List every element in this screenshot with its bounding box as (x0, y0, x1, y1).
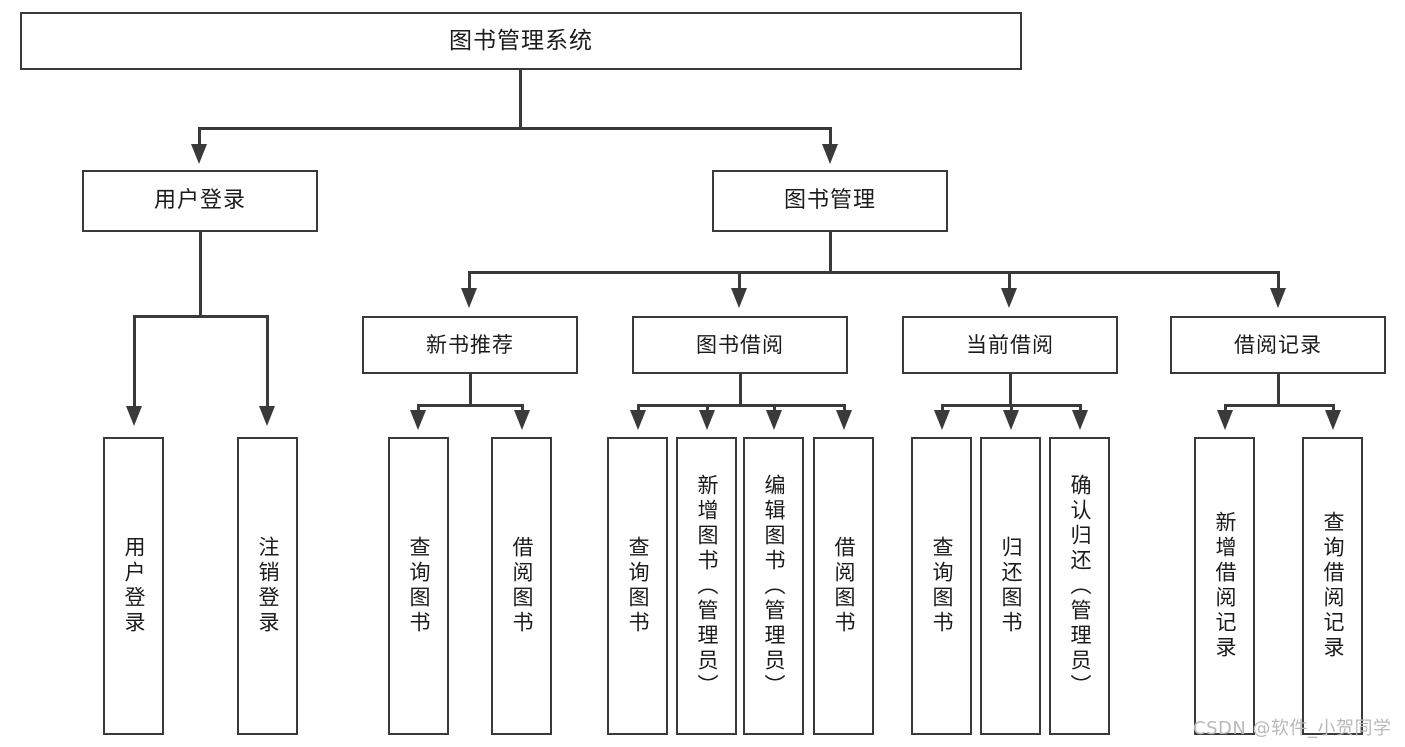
arrow-root-to-book-management (822, 144, 838, 164)
leaf-return-book[interactable]: 归还图书 (980, 437, 1041, 735)
arrow-bm-to-borrow-record (1270, 288, 1286, 308)
arrow-cb-to-leaf-1 (934, 410, 950, 430)
node-book-management[interactable]: 图书管理 (712, 170, 948, 232)
connector-nbr-drop-1 (417, 404, 420, 412)
connector-user-login-drop-1 (133, 315, 136, 409)
arrow-nbr-to-leaf-2 (514, 410, 530, 430)
arrow-user-login-to-leaf-2 (259, 406, 275, 426)
leaf-query-record[interactable]: 查询借阅记录 (1302, 437, 1363, 735)
connector-nbr-bus (417, 404, 523, 407)
connector-bb-drop-3 (773, 404, 776, 412)
leaf-label: 查询图书 (930, 536, 954, 636)
connector-bb-stem (739, 374, 742, 406)
connector-root-to-user-login (198, 127, 201, 147)
arrow-user-login-to-leaf-1 (126, 406, 142, 426)
leaf-label: 确认归还（管理员） (1068, 473, 1092, 699)
connector-bb-drop-1 (637, 404, 640, 412)
arrow-nbr-to-leaf-1 (410, 410, 426, 430)
arrow-cb-to-leaf-2 (1003, 410, 1019, 430)
arrow-bm-to-current-borrow (1001, 288, 1017, 308)
node-borrow-record[interactable]: 借阅记录 (1170, 316, 1386, 374)
node-label: 当前借阅 (966, 332, 1054, 357)
leaf-label: 查询图书 (407, 536, 431, 636)
node-root-book-management-system[interactable]: 图书管理系统 (20, 12, 1022, 70)
connector-br-stem (1277, 374, 1280, 406)
connector-cb-drop-3 (1079, 404, 1082, 412)
leaf-label: 查询借阅记录 (1321, 511, 1345, 661)
leaf-user-login[interactable]: 用户登录 (103, 437, 164, 735)
leaf-borrow-book-2[interactable]: 借阅图书 (813, 437, 874, 735)
leaf-label: 查询图书 (626, 536, 650, 636)
connector-cb-drop-2 (1010, 404, 1013, 412)
node-label: 图书管理 (783, 188, 876, 214)
arrow-bm-to-book-borrow (731, 288, 747, 308)
node-current-borrow[interactable]: 当前借阅 (902, 316, 1118, 374)
leaf-confirm-return[interactable]: 确认归还（管理员） (1049, 437, 1110, 735)
connector-root-stem (519, 70, 522, 129)
node-label: 借阅记录 (1234, 332, 1322, 357)
connector-bm-drop-1 (468, 271, 471, 291)
leaf-logout-login[interactable]: 注销登录 (237, 437, 298, 735)
arrow-cb-to-leaf-3 (1072, 410, 1088, 430)
connector-user-login-stem (199, 232, 202, 317)
leaf-query-book-2[interactable]: 查询图书 (607, 437, 668, 735)
connector-br-drop-2 (1332, 404, 1335, 412)
connector-br-bus (1224, 404, 1334, 407)
arrow-bb-to-leaf-2 (699, 410, 715, 430)
leaf-label: 编辑图书（管理员） (762, 473, 786, 699)
arrow-bb-to-leaf-1 (630, 410, 646, 430)
node-label: 新书推荐 (426, 332, 514, 357)
connector-cb-stem (1009, 374, 1012, 406)
node-label: 用户登录 (153, 188, 246, 214)
connector-cb-drop-1 (941, 404, 944, 412)
leaf-label: 归还图书 (999, 536, 1023, 636)
connector-br-drop-1 (1224, 404, 1227, 412)
node-label: 图书借阅 (696, 332, 784, 357)
leaf-add-record[interactable]: 新增借阅记录 (1194, 437, 1255, 735)
connector-bb-drop-2 (706, 404, 709, 412)
leaf-label: 新增借阅记录 (1213, 511, 1237, 661)
node-book-borrow[interactable]: 图书借阅 (632, 316, 848, 374)
leaf-query-book-3[interactable]: 查询图书 (911, 437, 972, 735)
leaf-add-book[interactable]: 新增图书（管理员） (676, 437, 737, 735)
connector-bm-drop-4 (1277, 271, 1280, 291)
connector-bm-drop-3 (1008, 271, 1011, 291)
connector-nbr-drop-2 (521, 404, 524, 412)
arrow-root-to-user-login (191, 144, 207, 164)
connector-root-bus (198, 127, 832, 130)
connector-user-login-bus (133, 315, 268, 318)
leaf-label: 借阅图书 (832, 536, 856, 636)
node-label: 图书管理系统 (449, 27, 593, 54)
leaf-label: 注销登录 (256, 536, 280, 636)
connector-bm-drop-2 (738, 271, 741, 291)
node-user-login[interactable]: 用户登录 (82, 170, 318, 232)
connector-bb-drop-4 (843, 404, 846, 412)
arrow-br-to-leaf-1 (1217, 410, 1233, 430)
arrow-bm-to-new-book-recommend (461, 288, 477, 308)
arrow-bb-to-leaf-4 (836, 410, 852, 430)
leaf-query-book-1[interactable]: 查询图书 (388, 437, 449, 735)
leaf-label: 新增图书（管理员） (695, 473, 719, 699)
node-new-book-recommend[interactable]: 新书推荐 (362, 316, 578, 374)
csdn-watermark: CSDN @软件_小贺同学 (1193, 718, 1392, 739)
connector-nbr-stem (469, 374, 472, 406)
leaf-borrow-book-1[interactable]: 借阅图书 (491, 437, 552, 735)
connector-root-to-book-management (829, 127, 832, 147)
connector-user-login-drop-2 (266, 315, 269, 409)
leaf-label: 用户登录 (122, 536, 146, 636)
leaf-label: 借阅图书 (510, 536, 534, 636)
arrow-br-to-leaf-2 (1325, 410, 1341, 430)
connector-book-management-stem (829, 232, 832, 273)
leaf-edit-book[interactable]: 编辑图书（管理员） (743, 437, 804, 735)
connector-book-management-bus (468, 271, 1279, 274)
arrow-bb-to-leaf-3 (766, 410, 782, 430)
connector-bb-bus (637, 404, 845, 407)
